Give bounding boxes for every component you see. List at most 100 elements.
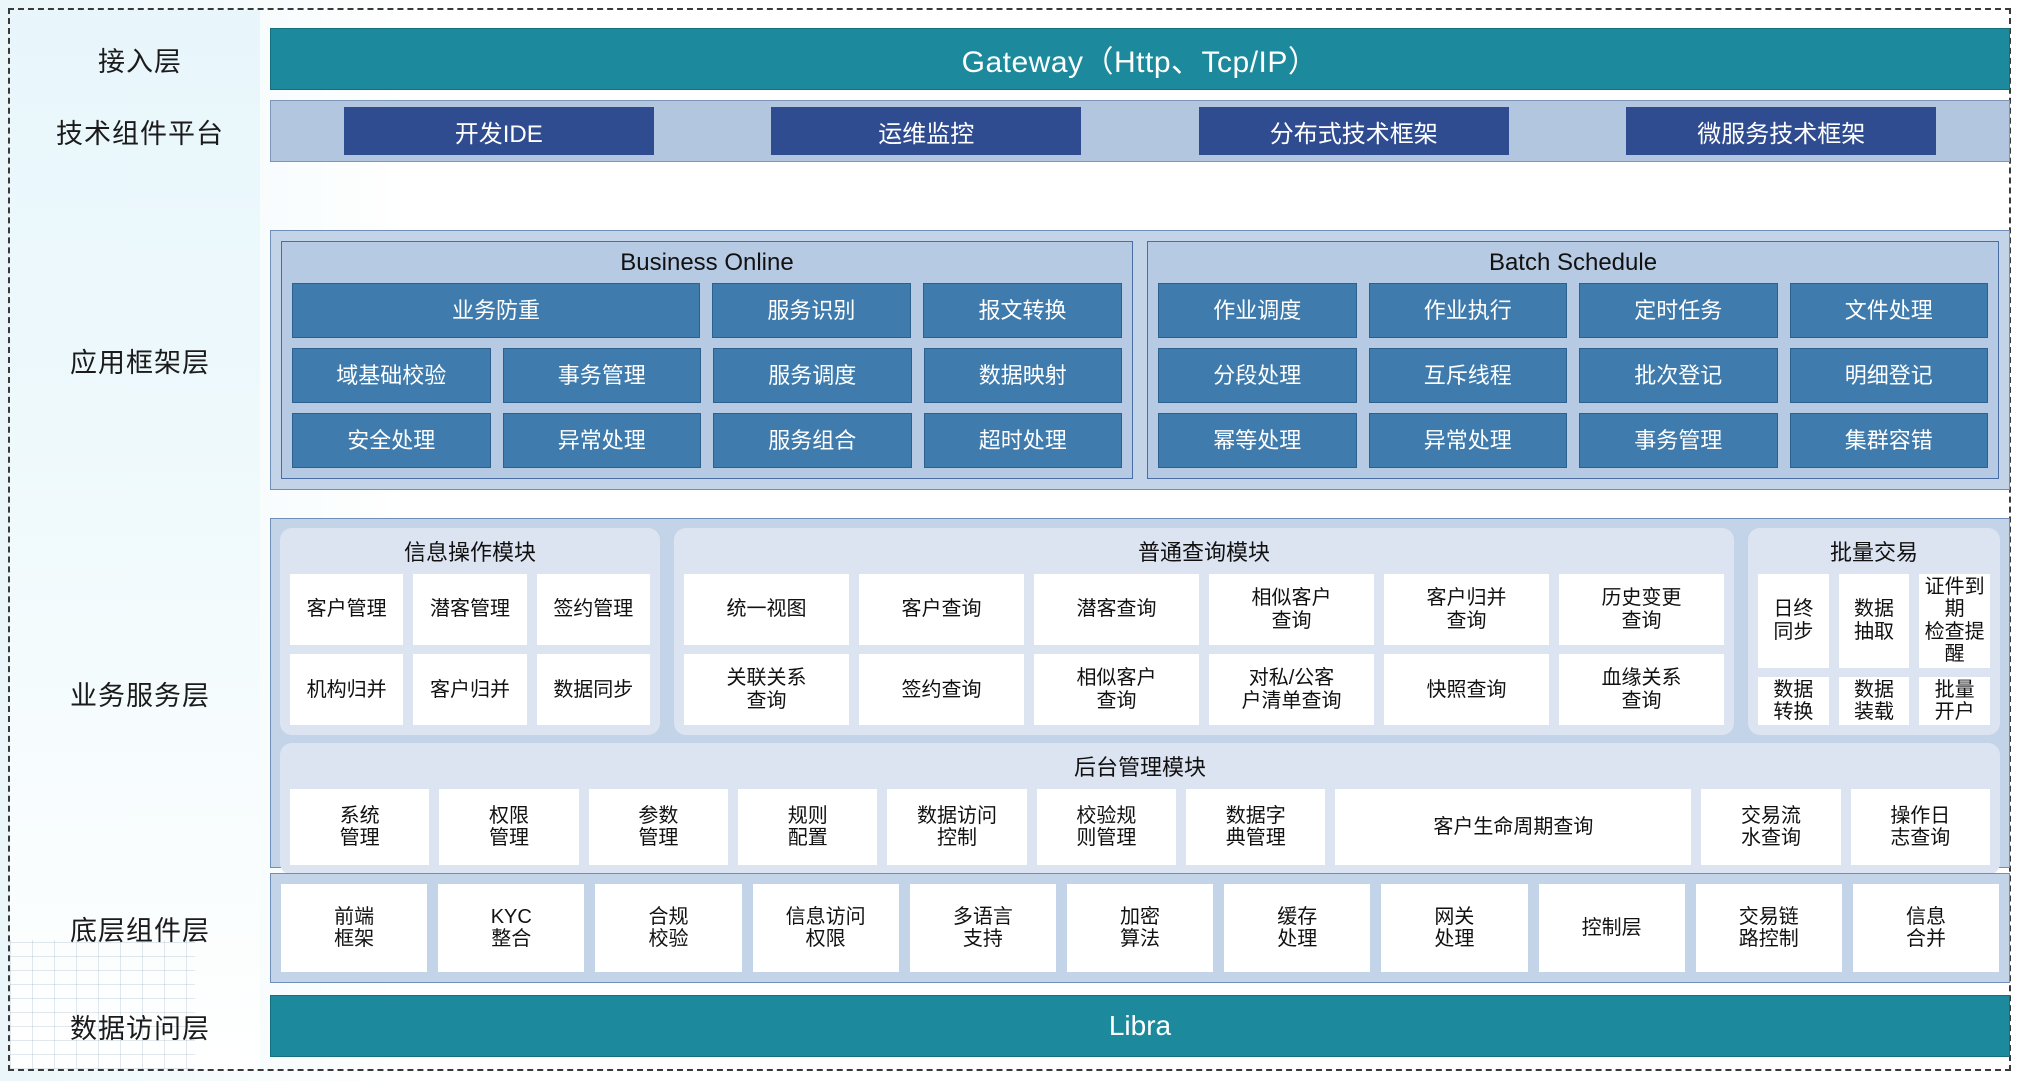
- info-cell-data-sync[interactable]: 数据同步: [536, 654, 650, 726]
- libra-banner-text: Libra: [1108, 1010, 1172, 1041]
- app-framework-body: Business Online 业务防重 服务识别 报文转换 域基础校验 事务管…: [270, 230, 2010, 490]
- info-cell-org-merge[interactable]: 机构归并: [290, 654, 404, 726]
- bc-cell-gateway-process[interactable]: 网关处理: [1381, 884, 1528, 972]
- bs-cell-cluster-fault-tolerance[interactable]: 集群容错: [1789, 413, 1988, 468]
- batch-row-1: 日终同步 数据抽取 证件到期检查提醒: [1758, 574, 1991, 668]
- bc-cell-transaction-chain-control[interactable]: 交易链路控制: [1695, 884, 1842, 972]
- bs-cell-idempotent-process[interactable]: 幂等处理: [1158, 413, 1357, 468]
- bo-cell-service-identify[interactable]: 服务识别: [711, 283, 911, 338]
- bo-cell-transaction-mgmt[interactable]: 事务管理: [502, 348, 701, 403]
- admin-cell-system-mgmt[interactable]: 系统管理: [290, 789, 430, 866]
- admin-cell-operation-log-query[interactable]: 操作日志查询: [1850, 789, 1990, 866]
- bo-cell-data-mapping[interactable]: 数据映射: [923, 348, 1122, 403]
- layer-label-access: 接入层: [98, 46, 182, 77]
- bc-cell-info-merge[interactable]: 信息合并: [1852, 884, 2000, 972]
- bc-cell-encryption-algorithm[interactable]: 加密算法: [1066, 884, 1214, 972]
- bs-cell-file-process[interactable]: 文件处理: [1789, 283, 1988, 338]
- module-title-backend-admin: 后台管理模块: [1073, 755, 1206, 781]
- bs-cell-mutex-thread[interactable]: 互斥线程: [1368, 348, 1567, 403]
- bc-cell-info-access-permission[interactable]: 信息访问权限: [752, 884, 899, 972]
- admin-cell-validation-rule-mgmt[interactable]: 校验规则管理: [1036, 789, 1177, 866]
- batch-cell-eod-sync[interactable]: 日终同步: [1758, 574, 1829, 668]
- bo-cell-service-compose[interactable]: 服务组合: [713, 413, 912, 468]
- query-cell-history-change-query[interactable]: 历史变更查询: [1559, 574, 1724, 646]
- bc-cell-multilanguage-support[interactable]: 多语言支持: [909, 884, 1056, 972]
- query-cell-unified-view[interactable]: 统一视图: [684, 574, 849, 646]
- tech-chip-distributed-framework[interactable]: 分布式技术框架: [1198, 107, 1509, 155]
- bc-cell-control-layer[interactable]: 控制层: [1538, 884, 1685, 972]
- layer-label-business-service: 业务服务层: [70, 680, 210, 711]
- layer-label-app-framework: 应用框架层: [70, 347, 210, 378]
- layer-label-bottom-components: 底层组件层: [70, 915, 210, 946]
- bs-cell-job-execute[interactable]: 作业执行: [1368, 283, 1567, 338]
- admin-cell-permission-mgmt[interactable]: 权限管理: [439, 789, 579, 866]
- bs-cell-detail-register[interactable]: 明细登记: [1789, 348, 1988, 403]
- libra-banner[interactable]: Libra: [270, 995, 2010, 1057]
- bo-cell-service-dispatch[interactable]: 服务调度: [713, 348, 912, 403]
- query-cell-similar-customer-query-2[interactable]: 相似客户查询: [1034, 654, 1199, 726]
- panel-title-batch-schedule: Batch Schedule: [1488, 249, 1658, 276]
- bo-cell-message-convert[interactable]: 报文转换: [922, 283, 1122, 338]
- query-cell-prospect-query[interactable]: 潜客查询: [1034, 574, 1199, 646]
- admin-cell-parameter-mgmt[interactable]: 参数管理: [588, 789, 729, 866]
- query-cell-snapshot-query[interactable]: 快照查询: [1384, 654, 1549, 726]
- business-service-body: 信息操作模块 客户管理 潜客管理 签约管理 机构归并 客户归并: [270, 518, 2010, 876]
- bo-cell-security-process[interactable]: 安全处理: [292, 413, 491, 468]
- layer-tech-platform: 技术组件平台 开发IDE 运维监控 分布式技术框架 微服务技术框架: [10, 100, 2010, 162]
- admin-cell-data-dictionary-mgmt[interactable]: 数据字典管理: [1186, 789, 1326, 866]
- bs-cell-job-schedule[interactable]: 作业调度: [1158, 283, 1357, 338]
- module-common-query: 普通查询模块 统一视图 客户查询 潜客查询 相似客户查询 客户归并查询 历史变更…: [674, 528, 1734, 736]
- bo-cell-exception-process[interactable]: 异常处理: [502, 413, 701, 468]
- query-cell-lineage-query[interactable]: 血缘关系查询: [1559, 654, 1724, 726]
- query-cell-customer-query[interactable]: 客户查询: [859, 574, 1024, 646]
- bs-row-3: 幂等处理 异常处理 事务管理 集群容错: [1158, 413, 1988, 468]
- query-cell-contract-query[interactable]: 签约查询: [859, 654, 1024, 726]
- layer-label-data-access: 数据访问层: [70, 1013, 210, 1044]
- tech-chip-microservice-framework[interactable]: 微服务技术框架: [1626, 107, 1937, 155]
- bs-cell-transaction-mgmt[interactable]: 事务管理: [1579, 413, 1778, 468]
- tech-chip-ide[interactable]: 开发IDE: [343, 107, 654, 155]
- query-cell-similar-customer-query[interactable]: 相似客户查询: [1209, 574, 1374, 646]
- admin-cell-customer-lifecycle-query[interactable]: 客户生命周期查询: [1335, 789, 1692, 866]
- query-cell-relation-query[interactable]: 关联关系查询: [684, 654, 849, 726]
- query-row-1: 统一视图 客户查询 潜客查询 相似客户查询 客户归并查询 历史变更查询: [684, 574, 1724, 646]
- batch-row-2: 数据转换 数据装载 批量开户: [1758, 676, 1991, 726]
- bo-cell-domain-basic-validate[interactable]: 域基础校验: [292, 348, 491, 403]
- bc-cell-cache-process[interactable]: 缓存处理: [1224, 884, 1371, 972]
- query-cell-customer-merge-query[interactable]: 客户归并查询: [1384, 574, 1549, 646]
- bs-cell-exception-process[interactable]: 异常处理: [1368, 413, 1567, 468]
- query-cell-private-corp-customer-list-query[interactable]: 对私/公客户清单查询: [1209, 654, 1374, 726]
- module-info-operation: 信息操作模块 客户管理 潜客管理 签约管理 机构归并 客户归并: [280, 528, 660, 736]
- bo-cell-timeout-process[interactable]: 超时处理: [923, 413, 1122, 468]
- batch-cell-data-extract[interactable]: 数据抽取: [1838, 574, 1910, 668]
- business-service-panel: 信息操作模块 客户管理 潜客管理 签约管理 机构归并 客户归并: [270, 518, 2010, 876]
- bc-cell-frontend-framework[interactable]: 前端框架: [281, 884, 428, 972]
- bo-cell-business-dedup[interactable]: 业务防重: [292, 283, 700, 338]
- bs-cell-batch-register[interactable]: 批次登记: [1579, 348, 1778, 403]
- batch-cell-data-load[interactable]: 数据装载: [1838, 676, 1910, 726]
- bs-cell-segment-process[interactable]: 分段处理: [1158, 348, 1357, 403]
- batch-cell-data-transform[interactable]: 数据转换: [1758, 676, 1829, 726]
- tech-platform-strip: 开发IDE 运维监控 分布式技术框架 微服务技术框架: [270, 100, 2010, 162]
- bo-row-2: 域基础校验 事务管理 服务调度 数据映射: [292, 348, 1122, 403]
- info-cell-contract-mgmt[interactable]: 签约管理: [536, 574, 650, 646]
- batch-cell-id-expiry-reminder[interactable]: 证件到期检查提醒: [1919, 574, 1991, 668]
- admin-cells-row: 系统管理 权限管理 参数管理 规则配置 数据访问控制 校验规则管理 数据字典管理…: [290, 789, 1990, 866]
- batch-cell-bulk-account-open[interactable]: 批量开户: [1919, 676, 1991, 726]
- module-backend-admin: 后台管理模块 系统管理 权限管理 参数管理 规则配置 数据访问控制 校验规则管理…: [280, 743, 2000, 876]
- admin-cell-transaction-flow-query[interactable]: 交易流水查询: [1701, 789, 1841, 866]
- info-cell-customer-mgmt[interactable]: 客户管理: [290, 574, 404, 646]
- diagram-outer-border: [8, 8, 2011, 1071]
- info-cell-prospect-mgmt[interactable]: 潜客管理: [413, 574, 527, 646]
- tech-chip-ops-monitor[interactable]: 运维监控: [771, 107, 1082, 155]
- gateway-banner[interactable]: Gateway（Http、Tcp/IP）: [270, 28, 2010, 90]
- info-cell-customer-merge[interactable]: 客户归并: [413, 654, 527, 726]
- bc-cell-compliance-validation[interactable]: 合规校验: [595, 884, 742, 972]
- bs-cell-timed-task[interactable]: 定时任务: [1579, 283, 1778, 338]
- admin-cell-data-access-control[interactable]: 数据访问控制: [887, 789, 1027, 866]
- admin-cell-rule-config[interactable]: 规则配置: [738, 789, 878, 866]
